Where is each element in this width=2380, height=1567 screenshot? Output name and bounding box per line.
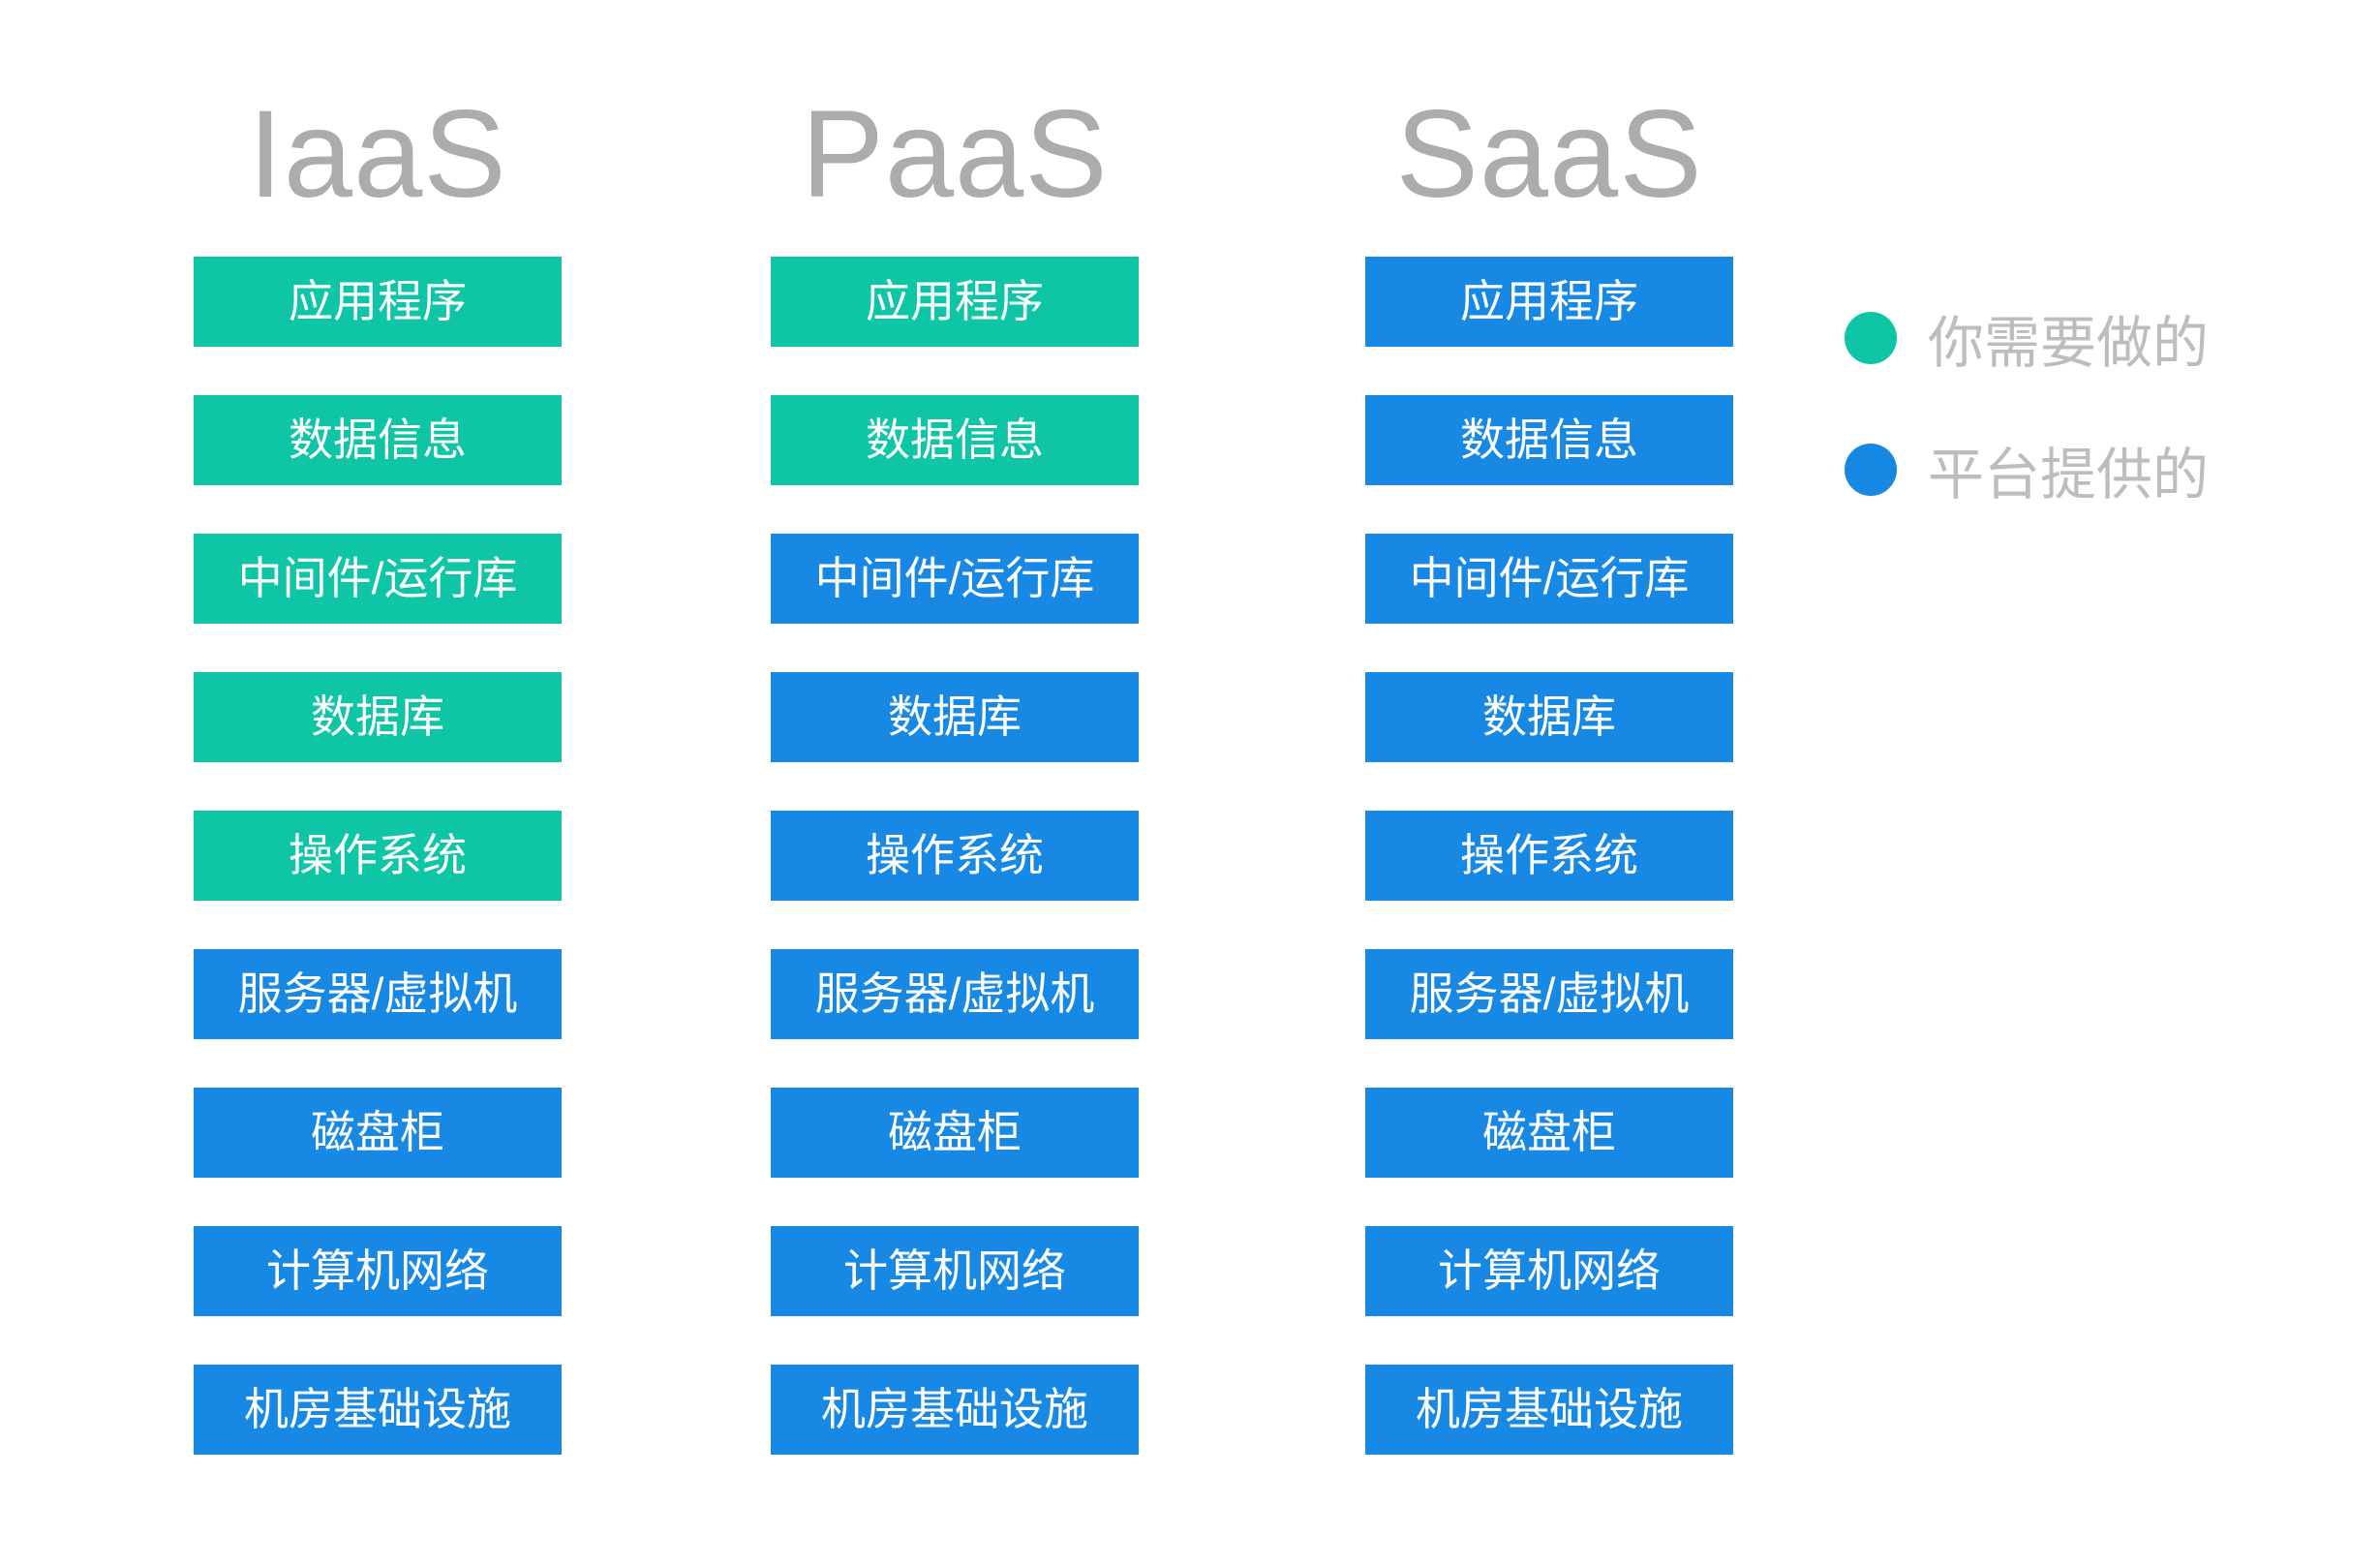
paas-layer-database: 数据库 xyxy=(771,672,1139,762)
paas-layer-datacenter-infrastructure: 机房基础设施 xyxy=(771,1365,1139,1455)
legend-dot-blue-icon xyxy=(1845,444,1897,496)
iaas-layer-computer-network: 计算机网络 xyxy=(194,1226,562,1316)
paas-layer-computer-network: 计算机网络 xyxy=(771,1226,1139,1316)
column-saas: SaaS 应用程序 数据信息 中间件/运行库 数据库 操作系统 服务器/虚拟机 … xyxy=(1365,92,1733,1503)
iaas-layer-datacenter-infrastructure: 机房基础设施 xyxy=(194,1365,562,1455)
iaas-layer-operating-system: 操作系统 xyxy=(194,811,562,901)
legend-dot-teal-icon xyxy=(1845,312,1897,364)
saas-layer-disk-array: 磁盘柜 xyxy=(1365,1088,1733,1178)
column-paas: PaaS 应用程序 数据信息 中间件/运行库 数据库 操作系统 服务器/虚拟机 … xyxy=(771,92,1139,1503)
paas-layer-data-info: 数据信息 xyxy=(771,395,1139,485)
saas-layer-applications: 应用程序 xyxy=(1365,257,1733,347)
saas-layer-server-vm: 服务器/虚拟机 xyxy=(1365,949,1733,1039)
saas-layer-middleware-runtime: 中间件/运行库 xyxy=(1365,534,1733,624)
iaas-layer-disk-array: 磁盘柜 xyxy=(194,1088,562,1178)
iaas-layer-applications: 应用程序 xyxy=(194,257,562,347)
paas-layer-server-vm: 服务器/虚拟机 xyxy=(771,949,1139,1039)
legend-label-platform: 平台提供的 xyxy=(1928,444,2210,507)
legend-item-platform: 平台提供的 xyxy=(1845,429,2209,510)
column-title-saas: SaaS xyxy=(1395,85,1703,224)
paas-layer-disk-array: 磁盘柜 xyxy=(771,1088,1139,1178)
saas-layer-data-info: 数据信息 xyxy=(1365,395,1733,485)
legend: 你需要做的 平台提供的 xyxy=(1845,297,2209,561)
column-title-paas: PaaS xyxy=(801,85,1109,224)
iaas-layer-data-info: 数据信息 xyxy=(194,395,562,485)
iaas-layer-database: 数据库 xyxy=(194,672,562,762)
iaas-layer-server-vm: 服务器/虚拟机 xyxy=(194,949,562,1039)
paas-layer-applications: 应用程序 xyxy=(771,257,1139,347)
saas-layer-database: 数据库 xyxy=(1365,672,1733,762)
legend-label-you: 你需要做的 xyxy=(1928,312,2210,375)
legend-item-you: 你需要做的 xyxy=(1845,297,2209,379)
saas-layer-operating-system: 操作系统 xyxy=(1365,811,1733,901)
iaas-layer-middleware-runtime: 中间件/运行库 xyxy=(194,534,562,624)
column-iaas: IaaS 应用程序 数据信息 中间件/运行库 数据库 操作系统 服务器/虚拟机 … xyxy=(194,92,562,1503)
paas-layer-operating-system: 操作系统 xyxy=(771,811,1139,901)
saas-layer-datacenter-infrastructure: 机房基础设施 xyxy=(1365,1365,1733,1455)
saas-layer-computer-network: 计算机网络 xyxy=(1365,1226,1733,1316)
column-title-iaas: IaaS xyxy=(248,85,507,224)
paas-layer-middleware-runtime: 中间件/运行库 xyxy=(771,534,1139,624)
